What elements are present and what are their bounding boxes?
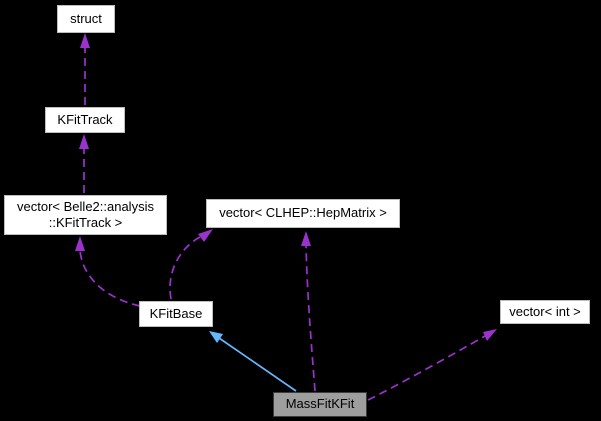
arrowhead-vectorkfittrack bbox=[75, 236, 85, 251]
node-vector-clhep-hepmatrix[interactable]: vector< CLHEP::HepMatrix > bbox=[206, 199, 400, 228]
edge-kfitbase-to-hepmatrix bbox=[169, 236, 201, 300]
node-kfitbase[interactable]: KFitBase bbox=[139, 301, 213, 327]
node-vector-belle2-kfittrack-label-line2: ::KFitTrack > bbox=[48, 215, 123, 230]
node-vector-clhep-hepmatrix-label: vector< CLHEP::HepMatrix > bbox=[219, 205, 387, 221]
node-kfitbase-label: KFitBase bbox=[149, 305, 203, 321]
node-struct-label: struct bbox=[70, 10, 102, 26]
arrowhead-hepmatrix-center bbox=[301, 231, 311, 246]
edge-massfitkfit-to-kfitbase bbox=[218, 337, 297, 392]
edge-massfitkfit-to-vectorint bbox=[367, 335, 486, 401]
node-massfitkfit-label: MassFitKFit bbox=[285, 396, 355, 412]
arrowhead-hepmatrix-left bbox=[198, 229, 213, 242]
node-kfittrack-label: KFitTrack bbox=[57, 111, 113, 127]
node-vector-int[interactable]: vector< int > bbox=[500, 300, 590, 324]
node-vector-belle2-kfittrack[interactable]: vector< Belle2::analysis ::KFitTrack > bbox=[4, 195, 167, 235]
node-kfittrack[interactable]: KFitTrack bbox=[45, 107, 125, 133]
edge-massfitkfit-to-hepmatrix bbox=[305, 244, 316, 392]
node-struct[interactable]: struct bbox=[57, 5, 115, 33]
arrowhead-kfittrack bbox=[79, 134, 89, 149]
edge-kfitbase-to-vectorkfittrack bbox=[79, 249, 141, 307]
arrowhead-struct bbox=[80, 33, 90, 48]
arrowhead-vectorint bbox=[483, 329, 497, 341]
arrowhead-kfitbase bbox=[209, 331, 223, 343]
node-massfitkfit: MassFitKFit bbox=[273, 392, 367, 417]
node-vector-int-label: vector< int > bbox=[509, 303, 581, 319]
node-vector-belle2-kfittrack-label-line1: vector< Belle2::analysis bbox=[17, 198, 154, 214]
